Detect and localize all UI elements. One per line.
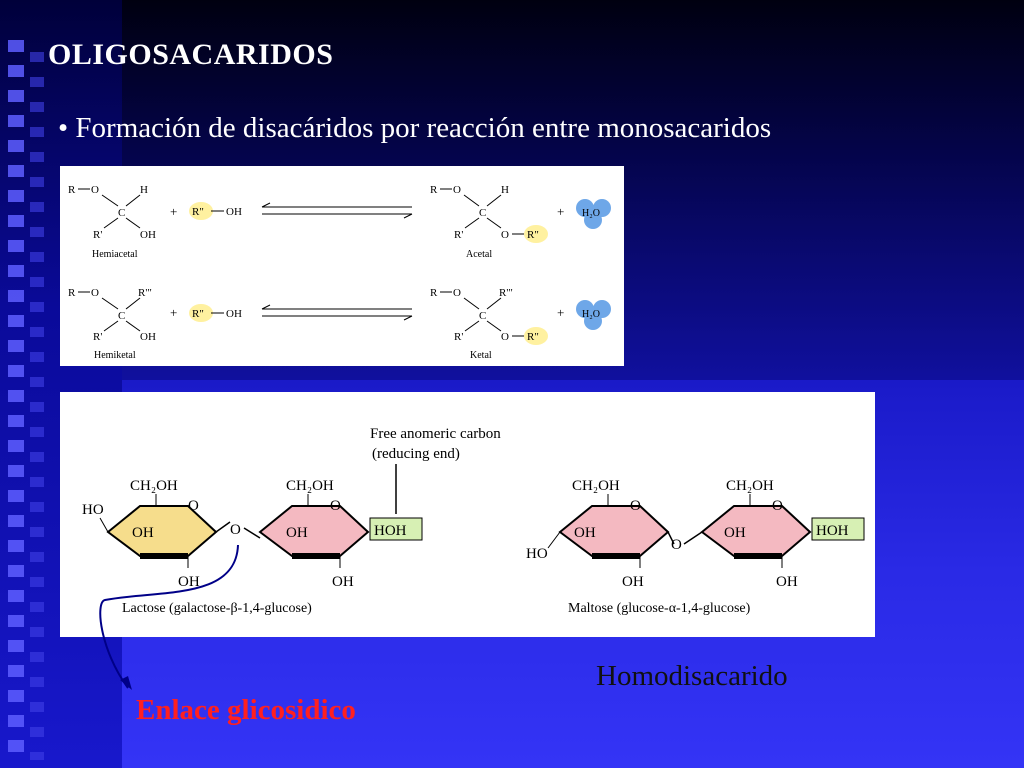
c-label: C	[479, 207, 486, 219]
hoh-label: HOH	[374, 523, 407, 539]
slide-title: OLIGOSACARIDOS	[48, 38, 334, 71]
r-dbl-label: R"	[192, 308, 204, 320]
oh-label: OH	[776, 574, 798, 590]
r-trip-label: R'"	[138, 287, 152, 299]
r-trip-label: R'"	[499, 287, 513, 299]
disaccharide-panel: Free anomeric carbon (reducing end) CH₂O…	[60, 392, 875, 637]
reaction-diagram: R O H C R' OH Hemiacetal + R" OH	[68, 184, 611, 361]
ring-oxygen: O	[188, 498, 199, 514]
plus-sign: +	[557, 204, 564, 219]
glucose-ring-lactose: CH₂OH O OH OH HOH	[258, 478, 423, 590]
water-label: H₂O	[582, 208, 600, 219]
h-label: H	[140, 184, 148, 196]
r-prime-label: R'	[93, 229, 102, 241]
oh-label: OH	[226, 308, 242, 320]
oh-label: OH	[226, 206, 242, 218]
oh-label: OH	[574, 525, 596, 541]
ho-label: HO	[526, 546, 548, 562]
ring-oxygen: O	[772, 498, 783, 514]
hemiacetal-structure: R O H C R' OH Hemiacetal	[68, 184, 156, 260]
ch2oh-label: CH₂OH	[572, 478, 620, 494]
r-label: R	[68, 184, 76, 196]
glycosidic-oxygen: O	[671, 537, 682, 553]
oh-label: OH	[140, 229, 156, 241]
r-dbl-label: R"	[192, 206, 204, 218]
r-label: R	[68, 287, 76, 299]
free-anomeric-label-1: Free anomeric carbon	[370, 426, 501, 442]
hemiacetal-label: Hemiacetal	[92, 249, 138, 260]
homodisacarido-label: Homodisacarido	[596, 660, 788, 692]
o-label: O	[501, 229, 509, 241]
plus-sign: +	[170, 305, 177, 320]
h-label: H	[501, 184, 509, 196]
maltose-label: Maltose (glucose-α-1,4-glucose)	[568, 601, 751, 616]
water-icon: H₂O	[576, 300, 611, 330]
r-prime-label: R'	[93, 331, 102, 343]
oh-label: OH	[140, 331, 156, 343]
r-prime-label: R'	[454, 331, 463, 343]
r-label: R	[430, 184, 438, 196]
acetal-structure: R O H C R' O R" Acetal	[430, 184, 548, 260]
plus-sign: +	[170, 204, 177, 219]
r-dbl-label: R"	[527, 229, 539, 241]
c-label: C	[118, 310, 125, 322]
glucose-ring-maltose-2: CH₂OH O OH OH HOH	[700, 478, 865, 590]
enlace-glicosidico-label: Enlace glicosidico	[136, 694, 356, 726]
oh-label: OH	[286, 525, 308, 541]
decor-squares	[8, 40, 24, 760]
oh-label: OH	[622, 574, 644, 590]
c-label: C	[479, 310, 486, 322]
r-prime-label: R'	[454, 229, 463, 241]
o-label: O	[501, 331, 509, 343]
hoh-label: HOH	[816, 523, 849, 539]
ring-oxygen: O	[330, 498, 341, 514]
o-label: O	[91, 287, 99, 299]
water-icon: H₂O	[576, 199, 611, 229]
ch2oh-label: CH₂OH	[286, 478, 334, 494]
acetal-label: Acetal	[466, 249, 492, 260]
hemiketal-structure: R O R'" C R' OH Hemiketal	[68, 287, 156, 361]
free-anomeric-label-2: (reducing end)	[372, 446, 460, 462]
o-label: O	[91, 184, 99, 196]
glucose-ring-maltose-1: CH₂OH O OH HO OH	[526, 478, 670, 590]
r-label: R	[430, 287, 438, 299]
bullet-text: • Formación de disacáridos por reacción …	[58, 112, 772, 144]
ketal-structure: R O R'" C R' O R" Ketal	[430, 287, 548, 361]
hemiketal-label: Hemiketal	[94, 350, 136, 361]
plus-sign: +	[557, 305, 564, 320]
glycosidic-oxygen: O	[230, 522, 241, 538]
ch2oh-label: CH₂OH	[130, 478, 178, 494]
c-label: C	[118, 207, 125, 219]
oh-label: OH	[724, 525, 746, 541]
o-label: O	[453, 287, 461, 299]
lactose-label: Lactose (galactose-β-1,4-glucose)	[122, 601, 312, 616]
water-label: H₂O	[582, 309, 600, 320]
galactose-ring: CH₂OH O OH HO OH	[82, 478, 218, 590]
reaction-panel: R O H C R' OH Hemiacetal + R" OH	[60, 166, 624, 366]
ho-label: HO	[82, 502, 104, 518]
oh-label: OH	[132, 525, 154, 541]
ch2oh-label: CH₂OH	[726, 478, 774, 494]
ring-oxygen: O	[630, 498, 641, 514]
r-dbl-label: R"	[527, 331, 539, 343]
oh-label: OH	[332, 574, 354, 590]
oh-label: OH	[178, 574, 200, 590]
decor-squares-inner	[30, 52, 44, 760]
disaccharide-diagram: Free anomeric carbon (reducing end) CH₂O…	[82, 426, 865, 616]
o-label: O	[453, 184, 461, 196]
ketal-label: Ketal	[470, 350, 492, 361]
